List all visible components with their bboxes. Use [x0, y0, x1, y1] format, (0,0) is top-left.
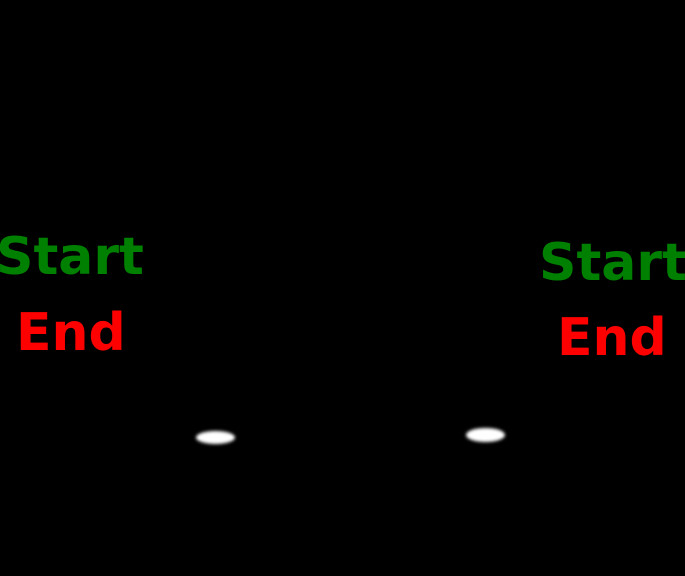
right-ellipse-marker-icon — [466, 428, 505, 442]
start-label-left: Start — [0, 227, 144, 287]
end-label-right: End — [557, 308, 667, 368]
end-label-left: End — [16, 303, 126, 363]
start-label-right: Start — [539, 233, 685, 293]
left-ellipse-marker-icon — [196, 431, 235, 444]
